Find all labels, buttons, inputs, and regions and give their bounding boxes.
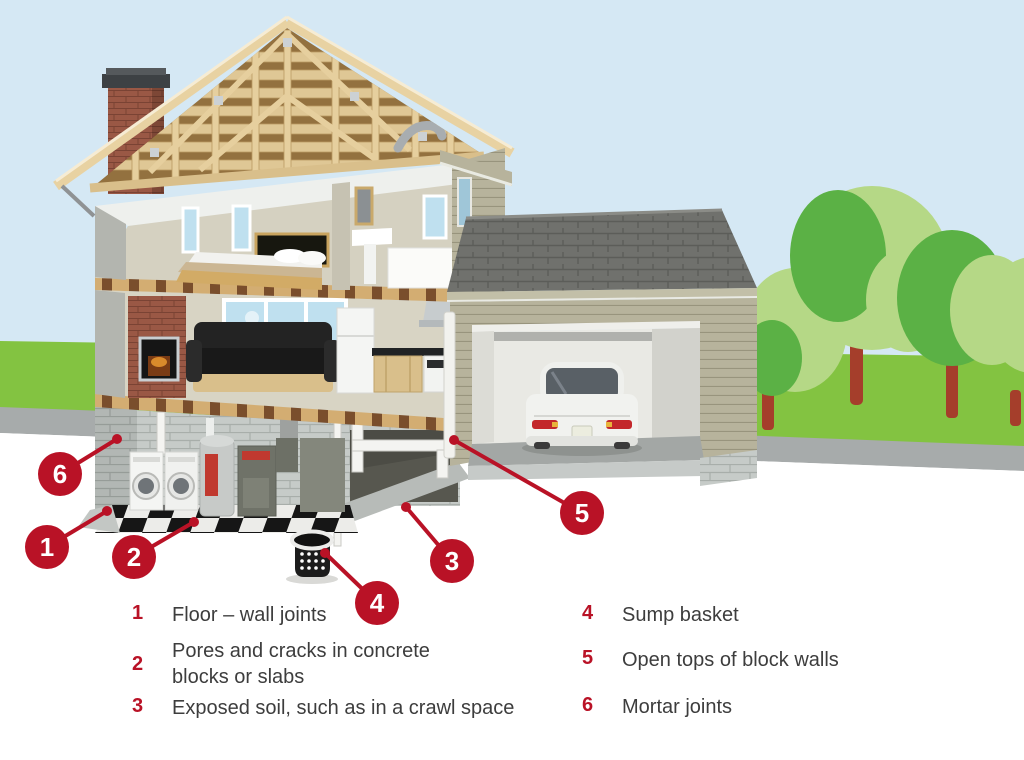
legend-label-3: Exposed soil, such as in a crawl space xyxy=(172,697,515,719)
sofa xyxy=(186,322,340,392)
basement xyxy=(78,404,470,584)
floor-joists-first xyxy=(95,392,460,432)
callout-marker-2: 2 xyxy=(112,535,156,579)
attic-duct xyxy=(393,120,447,153)
legend-item-4: 4 Sump basket xyxy=(582,602,962,628)
legend-label-4: Sump basket xyxy=(622,604,739,626)
taillight-left xyxy=(532,420,558,429)
legend-item-2: 2 Pores and cracks in concrete blocks or… xyxy=(132,638,532,690)
fireplace xyxy=(128,296,186,398)
callout-marker-5: 5 xyxy=(560,491,604,535)
soffit xyxy=(440,150,512,186)
garage-left-inner-wall xyxy=(472,331,494,444)
legend-item-6: 6 Mortar joints xyxy=(582,694,962,720)
bathroom-sink xyxy=(352,228,392,284)
legend-number-3: 3 xyxy=(132,695,144,717)
legend-number-5: 5 xyxy=(582,647,594,669)
legend-item-5: 5 Open tops of block walls xyxy=(582,647,962,673)
legend-item-3: 3 Exposed soil, such as in a crawl space xyxy=(132,695,532,721)
garage xyxy=(443,208,758,486)
first-floor xyxy=(95,290,458,419)
bathroom-window xyxy=(422,194,448,240)
bathroom-divider-wall xyxy=(332,182,350,290)
callout-marker-3: 3 xyxy=(430,539,474,583)
taillight-right xyxy=(606,420,632,429)
refrigerator xyxy=(336,307,375,394)
legend-number-1: 1 xyxy=(132,602,144,624)
legend-number-4: 4 xyxy=(582,602,594,624)
attic xyxy=(53,15,515,218)
garage-foundation xyxy=(700,450,757,486)
bathroom-mirror xyxy=(354,186,374,226)
legend-label-2: Pores and cracks in concrete blocks or s… xyxy=(172,640,430,688)
trees xyxy=(742,186,1024,430)
legend-number-6: 6 xyxy=(582,694,594,716)
legend-item-1: 1 Floor – wall joints xyxy=(132,602,532,628)
washer-dryer xyxy=(129,451,199,511)
legend-label-5: Open tops of block walls xyxy=(622,649,839,671)
garage-slab-face xyxy=(468,460,704,480)
furnace xyxy=(237,412,345,517)
garage-roof xyxy=(447,210,757,292)
garage-opening-trim xyxy=(472,321,700,332)
leader-5 xyxy=(453,438,583,515)
basement-floor xyxy=(95,505,358,533)
car xyxy=(522,362,642,456)
second-floor-left-wall xyxy=(95,206,126,280)
bathtub xyxy=(387,247,455,289)
downspout xyxy=(443,311,456,459)
callout-marker-1: 1 xyxy=(25,525,69,569)
first-floor-left-wall xyxy=(95,290,125,398)
second-floor xyxy=(95,162,470,290)
garage-right-siding xyxy=(700,298,757,460)
basement-left-wall xyxy=(95,404,137,524)
legend-left-column: 1 Floor – wall joints 2 Pores and cracks… xyxy=(132,602,532,721)
legend-label-1: Floor – wall joints xyxy=(172,604,327,626)
cabinets xyxy=(373,355,423,393)
legend-label-6: Mortar joints xyxy=(622,696,733,718)
bedroom-windows xyxy=(181,204,252,254)
attic-trusses xyxy=(94,29,482,186)
callout-marker-4: 4 xyxy=(355,581,399,625)
kitchen xyxy=(336,298,457,394)
garage-right-inner-wall xyxy=(652,328,700,440)
legend-number-2: 2 xyxy=(132,652,144,675)
countertop xyxy=(372,348,456,356)
callout-marker-6: 6 xyxy=(38,452,82,496)
water-heater xyxy=(199,418,235,517)
garage-siding-band xyxy=(450,298,757,326)
bed xyxy=(176,232,330,290)
roof-beams xyxy=(53,15,515,218)
legend-right-column: 4 Sump basket 5 Open tops of block walls… xyxy=(582,602,962,720)
